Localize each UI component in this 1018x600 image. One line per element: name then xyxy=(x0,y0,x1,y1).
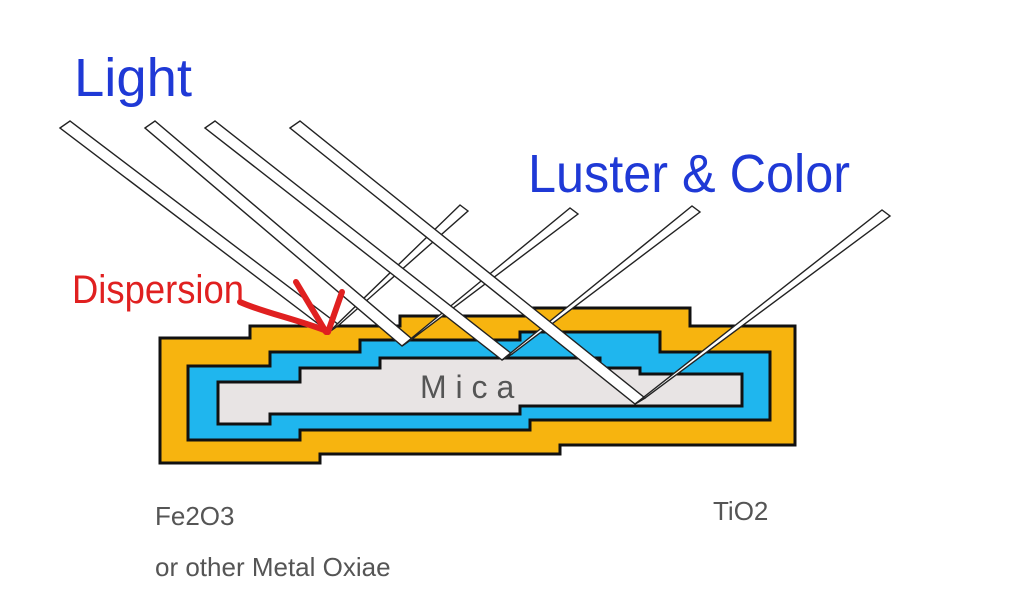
light-ray-3 xyxy=(203,120,514,361)
tio2-label: TiO2 xyxy=(713,496,768,526)
light-rays xyxy=(58,120,892,405)
reflected-ray-4 xyxy=(634,209,892,405)
mica-label: M i c a xyxy=(420,369,514,405)
luster-color-title: Luster & Color xyxy=(528,144,850,204)
fe2o3-sublabel: or other Metal Oxiae xyxy=(155,552,391,582)
reflected-ray-3 xyxy=(501,205,702,361)
fe2o3-label: Fe2O3 xyxy=(155,501,235,531)
dispersion-label: Dispersion xyxy=(72,268,244,312)
light-title: Light xyxy=(74,48,192,108)
dispersion-arrow-head-2 xyxy=(325,289,345,335)
dispersion-arrow-line xyxy=(237,299,327,333)
dispersion-arrow-head-1 xyxy=(293,279,329,335)
dispersion-arrow xyxy=(237,279,345,335)
